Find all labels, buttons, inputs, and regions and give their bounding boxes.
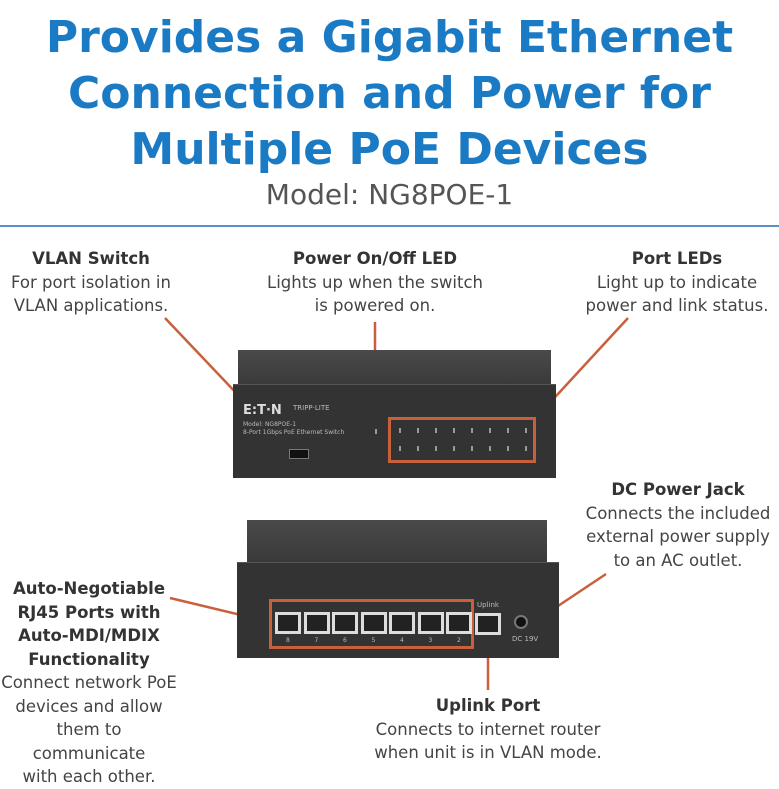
rj45-port[interactable] — [332, 612, 358, 634]
brand-label: TRIPP·LITE — [293, 404, 330, 412]
rj45-ports-group: 8 7 6 5 4 3 2 — [269, 599, 474, 649]
callout-uplink-port: Uplink Port Connects to internet router … — [360, 694, 616, 765]
headline: Provides a Gigabit Ethernet Connection a… — [0, 10, 779, 178]
rj45-port[interactable] — [360, 612, 387, 634]
callout-text: VLAN applications. — [13, 296, 169, 315]
port-led — [417, 428, 419, 433]
port-number: 6 — [343, 637, 347, 644]
vlan-switch[interactable] — [289, 449, 309, 459]
dc-power-jack[interactable] — [514, 615, 528, 629]
port-led — [507, 428, 509, 433]
headline-line-2: Connection and Power for — [68, 68, 711, 119]
callout-heading: Power On/Off LED — [292, 249, 458, 268]
port-led — [489, 428, 491, 433]
callout-text: power and link status. — [585, 296, 769, 315]
rj45-port[interactable] — [275, 612, 301, 634]
port-number: 2 — [457, 637, 461, 644]
callout-heading: Auto-MDI/MDIX — [18, 626, 160, 645]
callout-heading: Auto-Negotiable — [12, 579, 166, 598]
callout-text: is powered on. — [314, 296, 436, 315]
port-led — [399, 446, 401, 451]
headline-line-3: Multiple PoE Devices — [130, 124, 649, 175]
callout-text: For port isolation in — [11, 272, 171, 292]
callout-text: external power supply — [586, 527, 770, 546]
callout-text: when unit is in VLAN mode. — [374, 743, 602, 762]
port-led — [399, 428, 401, 433]
callout-heading: Functionality — [28, 649, 150, 669]
callout-power-led: Power On/Off LED Lights up when the swit… — [255, 247, 495, 318]
port-led — [525, 446, 527, 451]
port-led — [507, 446, 509, 451]
device-description: 8-Port 1Gbps PoE Ethernet Switch — [243, 429, 345, 436]
callout-port-leds: Port LEDs Light up to indicate power and… — [575, 247, 779, 318]
rj45-port[interactable] — [417, 612, 444, 634]
rj45-port[interactable] — [303, 612, 330, 634]
callout-heading: Uplink Port — [435, 696, 541, 715]
callout-heading: Port LEDs — [631, 249, 723, 268]
dc-label: DC 19V — [512, 635, 539, 643]
callout-heading: DC Power Jack — [611, 480, 745, 499]
headline-line-1: Provides a Gigabit Ethernet — [45, 12, 734, 63]
eaton-logo: E:T·N — [243, 403, 282, 418]
port-number: 5 — [371, 637, 376, 644]
uplink-port[interactable] — [475, 613, 501, 635]
port-led — [525, 428, 527, 433]
port-number: 8 — [286, 637, 290, 644]
port-number: 7 — [314, 637, 319, 644]
port-led — [435, 428, 437, 433]
power-led — [375, 429, 377, 434]
switch-rear-view: 8 7 6 5 4 3 2 Uplink DC 19V — [237, 520, 559, 660]
divider — [0, 225, 779, 227]
rj45-port[interactable] — [389, 612, 415, 634]
callout-heading: RJ45 Ports with — [17, 602, 161, 622]
port-leds-panel — [388, 417, 536, 463]
device-model-label: Model: NG8POE-1 — [243, 421, 297, 428]
callout-text: Connects the included — [585, 503, 771, 523]
port-number: 4 — [400, 637, 404, 644]
uplink-label: Uplink — [477, 601, 499, 609]
port-led — [453, 446, 455, 451]
callout-rj45-ports: Auto-Negotiable RJ45 Ports with Auto-MDI… — [0, 577, 178, 789]
callout-text: devices and allow — [15, 696, 163, 716]
callout-text: to an AC outlet. — [613, 550, 743, 570]
callout-dc-power-jack: DC Power Jack Connects the included exte… — [578, 478, 778, 572]
model-number: Model: NG8POE-1 — [265, 178, 514, 211]
callout-text: Light up to indicate — [596, 272, 758, 292]
callout-text: Connects to internet router — [375, 719, 601, 739]
port-led — [453, 428, 455, 433]
callout-heading: VLAN Switch — [32, 249, 150, 268]
callout-text: Connect network PoE — [1, 673, 177, 692]
port-led — [471, 428, 473, 433]
callout-text: them to communicate — [32, 720, 146, 763]
port-number: 3 — [428, 637, 433, 644]
port-led — [471, 446, 473, 451]
switch-front-view: E:T·N TRIPP·LITE Model: NG8POE-1 8-Port … — [233, 350, 556, 480]
rj45-port[interactable] — [446, 612, 472, 634]
port-led — [489, 446, 491, 451]
callout-vlan-switch: VLAN Switch For port isolation in VLAN a… — [0, 247, 182, 318]
port-led — [417, 446, 419, 451]
port-led — [435, 446, 437, 451]
callout-text: with each other. — [22, 767, 156, 786]
callout-text: Lights up when the switch — [267, 272, 483, 292]
